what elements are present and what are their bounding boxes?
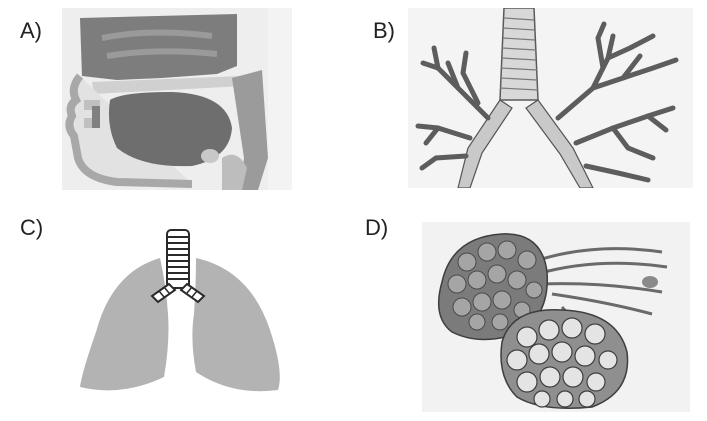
panel-label-a: A) bbox=[20, 18, 42, 44]
panel-label-b: B) bbox=[373, 18, 395, 44]
alveoli-cluster-icon bbox=[422, 222, 690, 412]
panel-label-c: C) bbox=[20, 215, 43, 241]
bronchial-tree-icon bbox=[408, 8, 693, 188]
panel-label-d: D) bbox=[365, 215, 388, 241]
head-airway-cross-section-icon bbox=[62, 8, 292, 190]
lungs-trachea-icon bbox=[72, 222, 292, 400]
